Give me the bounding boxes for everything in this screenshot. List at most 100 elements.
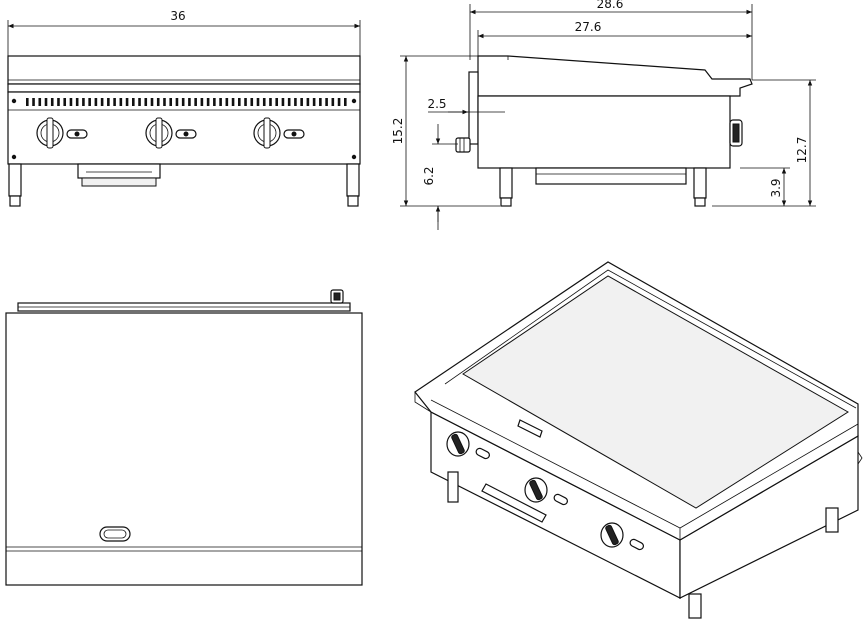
griddle-front-lip <box>7 83 361 93</box>
side-tray <box>535 167 687 185</box>
vent-slot <box>119 98 123 106</box>
vent-slot <box>100 98 104 106</box>
side-knob <box>455 137 471 153</box>
vent-slot <box>63 98 67 106</box>
vent-slot <box>26 98 29 106</box>
vent-slot <box>250 98 254 106</box>
vent-slot <box>169 98 173 106</box>
vent-slot <box>69 98 73 106</box>
depth-total-label: 28.6 <box>597 0 624 11</box>
vent-slot <box>150 98 154 106</box>
height-body-dimension: 12.7 <box>712 79 816 207</box>
side-view: 28.6 27.6 <box>391 0 816 230</box>
vent-slot <box>163 98 166 106</box>
vent-slot <box>175 98 179 106</box>
knob-height-label: 6.2 <box>422 166 436 185</box>
depth-total-dimension: 28.6 <box>469 0 753 80</box>
vent-slot <box>50 98 54 106</box>
vent-slot <box>88 98 91 106</box>
vent-slot <box>194 98 197 106</box>
iso-knobs <box>446 431 644 551</box>
screw-icon <box>11 154 17 160</box>
griddle-top-surface <box>5 312 363 586</box>
control-knob-icon <box>253 117 281 149</box>
front-knobs <box>36 117 305 149</box>
pilot-button-icon <box>66 129 88 139</box>
vent-slot <box>113 98 116 106</box>
vent-slot <box>75 98 79 106</box>
vent-slot <box>144 98 148 106</box>
legs <box>8 163 360 207</box>
vent-slot <box>206 98 210 106</box>
vent-slot <box>225 98 229 106</box>
vent-slot <box>319 98 322 106</box>
vent-slot <box>238 98 241 106</box>
control-knob-icon <box>145 117 173 149</box>
iso-control-knob-icon <box>446 431 470 457</box>
top-view <box>5 289 363 586</box>
iso-control-knob-icon <box>600 522 624 548</box>
front-panel-edge <box>468 71 479 145</box>
vent-slot <box>181 98 185 106</box>
depth-body-label: 27.6 <box>575 20 602 34</box>
width-label: 36 <box>170 9 185 23</box>
vent-slot <box>44 98 48 106</box>
vent-slot <box>275 98 279 106</box>
vent-slot <box>262 98 266 106</box>
control-knob-icon <box>36 117 64 149</box>
vent-slot <box>325 98 328 106</box>
vent-slot <box>213 98 216 106</box>
iso-grease-tray <box>481 483 547 523</box>
height-total-dimension: 15.2 <box>391 55 500 207</box>
knob-offset-dimension: 2.5 <box>427 97 505 115</box>
vent-slot <box>244 98 247 106</box>
iso-control-knob-icon <box>524 477 548 503</box>
vent-slot <box>312 98 316 106</box>
vent-slot <box>82 98 85 106</box>
grease-tray <box>77 163 161 187</box>
vent-slot <box>306 98 310 106</box>
screw-icon <box>11 98 17 104</box>
vent-slot <box>219 98 222 106</box>
rear-handle <box>729 119 743 147</box>
vent-slot <box>337 98 341 106</box>
vent-slot <box>200 98 204 106</box>
iso-pilot-button-icon <box>629 538 644 551</box>
width-dimension: 36 <box>7 9 361 60</box>
vent-slot <box>294 98 297 106</box>
vent-slot <box>132 98 135 106</box>
iso-cooking-surface <box>462 275 849 509</box>
screw-icon <box>351 154 357 160</box>
front-view: 36 <box>7 9 361 207</box>
knob-offset-label: 2.5 <box>427 97 446 111</box>
vent-slots <box>26 98 347 106</box>
iso-lip-notch <box>517 419 543 438</box>
height-body-label: 12.7 <box>795 137 809 164</box>
vent-slot <box>331 98 335 106</box>
vent-slot <box>156 98 160 106</box>
vent-slot <box>94 98 98 106</box>
vent-slot <box>38 98 42 106</box>
vent-slot <box>269 98 272 106</box>
side-legs <box>499 167 707 207</box>
iso-pilot-button-icon <box>475 447 490 460</box>
depth-body-dimension: 27.6 <box>477 20 752 60</box>
height-total-label: 15.2 <box>391 118 405 145</box>
vent-slot <box>125 98 129 106</box>
leg-height-label: 3.9 <box>769 178 783 197</box>
screw-icon <box>351 98 357 104</box>
side-body <box>477 95 731 169</box>
vent-slot <box>32 98 35 106</box>
griddle-side-profile <box>477 55 753 97</box>
iso-legs <box>447 471 839 619</box>
griddle-plate <box>7 55 361 85</box>
pilot-button-icon <box>175 129 197 139</box>
vent-slot <box>107 98 110 106</box>
vent-slot <box>231 98 235 106</box>
iso-pilot-button-icon <box>553 493 568 506</box>
vent-slot <box>287 98 291 106</box>
grease-trough-icon <box>99 526 131 542</box>
vent-slot <box>188 98 191 106</box>
vent-slot <box>57 98 60 106</box>
